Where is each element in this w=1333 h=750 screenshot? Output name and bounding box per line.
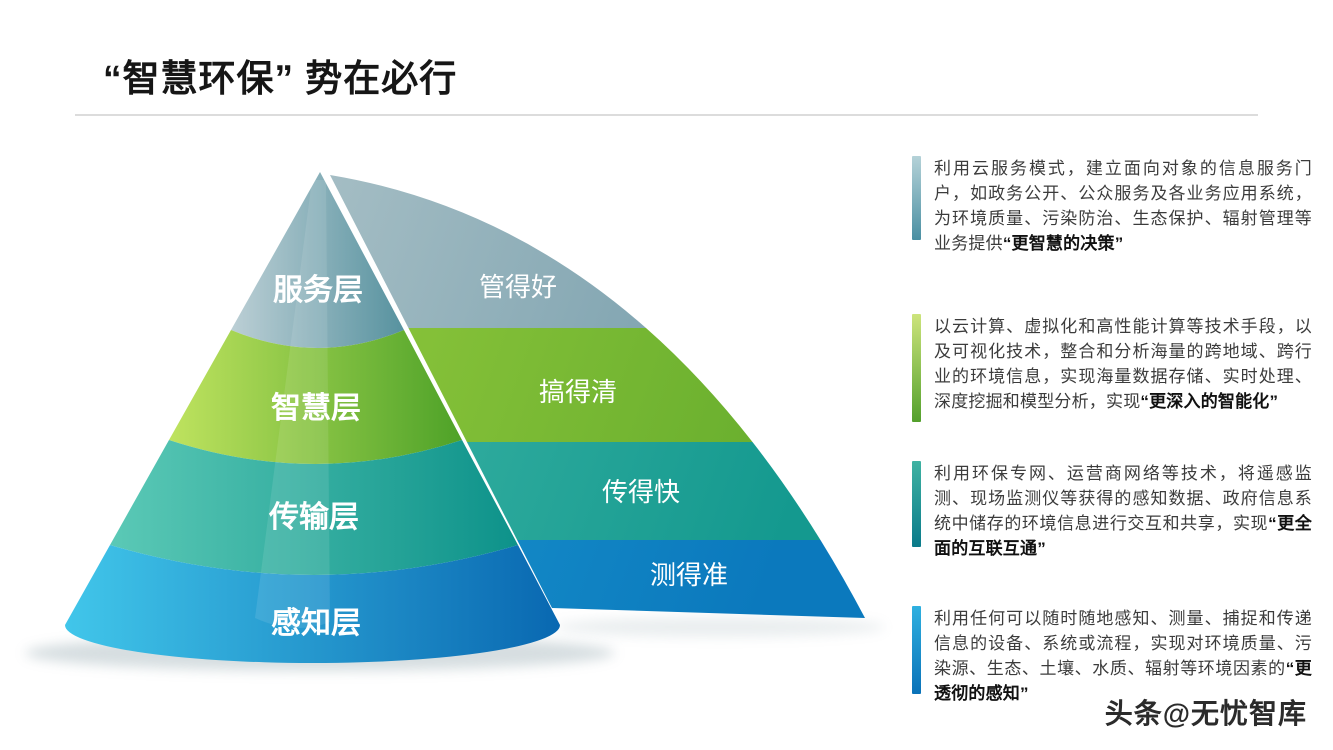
description-block-wisdom: 以云计算、虚拟化和高性能计算等技术手段，以及可视化技术，整合和分析海量的跨地域、… bbox=[912, 314, 1312, 422]
description-text: 以云计算、虚拟化和高性能计算等技术手段，以及可视化技术，整合和分析海量的跨地域、… bbox=[934, 314, 1312, 422]
description-highlight: “更全面的互联互通” bbox=[934, 514, 1312, 558]
cone bbox=[65, 172, 560, 663]
cone-highlight bbox=[255, 180, 330, 629]
tagline-label-wisdom: 搞得清 bbox=[539, 377, 617, 407]
flat-projection bbox=[330, 175, 865, 618]
layer-label-service: 服务层 bbox=[273, 274, 363, 307]
flat-band-wisdom bbox=[408, 328, 753, 442]
desc-bar-3 bbox=[912, 606, 921, 694]
page-title: “智慧环保” 势在必行 bbox=[103, 58, 458, 99]
description-highlight: “更透彻的感知” bbox=[934, 659, 1313, 703]
desc-bar-2 bbox=[912, 461, 921, 547]
diagram-labels: 服务层 智慧层 传输层 感知层 管得好 搞得清 传得快 测得准 bbox=[268, 272, 728, 640]
description-body: 以云计算、虚拟化和高性能计算等技术手段，以及可视化技术，整合和分析海量的跨地域、… bbox=[934, 317, 1312, 411]
layer-label-perception: 感知层 bbox=[271, 607, 361, 640]
fan-shadow bbox=[555, 617, 885, 637]
cone-layer-transport bbox=[110, 440, 518, 575]
desc-bar-1 bbox=[912, 314, 921, 422]
description-highlight: “更深入的智能化” bbox=[1140, 392, 1279, 411]
description-block-service: 利用云服务模式，建立面向对象的信息服务门户，如政务公开、公众服务及各业务应用系统… bbox=[912, 156, 1312, 256]
desc-bar-0 bbox=[912, 156, 921, 240]
description-block-transport: 利用环保专网、运营商网络等技术，将遥感监测、现场监测仪等获得的感知数据、政府信息… bbox=[912, 461, 1312, 561]
description-text: 利用任何可以随时随地感知、测量、捕捉和传递信息的设备、系统或流程，实现对环境质量… bbox=[934, 606, 1312, 706]
flat-band-perception bbox=[517, 540, 865, 618]
cone-layer-service bbox=[231, 172, 404, 348]
layer-label-wisdom: 智慧层 bbox=[271, 392, 361, 425]
description-body: 利用环保专网、运营商网络等技术，将遥感监测、现场监测仪等获得的感知数据、政府信息… bbox=[934, 464, 1312, 533]
description-body: 利用任何可以随时随地感知、测量、捕捉和传递信息的设备、系统或流程，实现对环境质量… bbox=[934, 609, 1312, 678]
watermark: 头条@无忧智库 bbox=[1104, 698, 1307, 729]
tagline-label-service: 管得好 bbox=[479, 272, 557, 302]
description-block-perception: 利用任何可以随时随地感知、测量、捕捉和传递信息的设备、系统或流程，实现对环境质量… bbox=[912, 606, 1312, 706]
tagline-label-transport: 传得快 bbox=[602, 477, 680, 507]
cone-layer-wisdom bbox=[169, 330, 462, 464]
flat-band-service bbox=[330, 175, 646, 328]
tagline-label-perception: 测得准 bbox=[650, 560, 728, 590]
cone-layer-perception bbox=[65, 545, 560, 663]
description-text: 利用云服务模式，建立面向对象的信息服务门户，如政务公开、公众服务及各业务应用系统… bbox=[934, 156, 1312, 256]
flat-band-transport bbox=[466, 442, 821, 540]
layer-label-transport: 传输层 bbox=[268, 501, 359, 534]
description-highlight: “更智慧的决策” bbox=[1002, 234, 1124, 253]
description-body: 利用云服务模式，建立面向对象的信息服务门户，如政务公开、公众服务及各业务应用系统… bbox=[934, 159, 1312, 253]
description-text: 利用环保专网、运营商网络等技术，将遥感监测、现场监测仪等获得的感知数据、政府信息… bbox=[934, 461, 1312, 561]
title-divider bbox=[75, 114, 1258, 116]
